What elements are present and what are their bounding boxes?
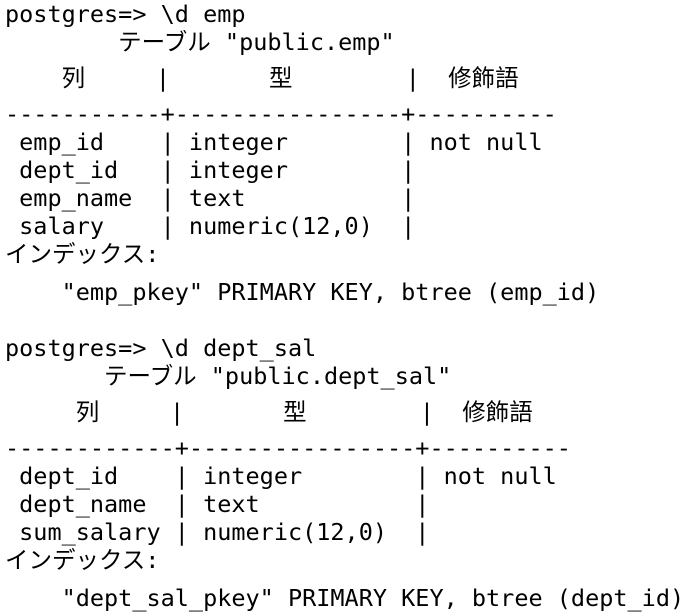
table-row: dept_id | integer | not null [5,462,557,490]
index-heading: インデックス: [5,240,160,268]
index-definition: "dept_sal_pkey" PRIMARY KEY, btree (dept… [5,584,685,612]
table-row: dept_name | text | [5,490,430,518]
command-prompt-line: postgres=> \d dept_sal [5,334,317,362]
table-title: テーブル "public.dept_sal" [5,362,452,390]
column-header-row: 列 | 型 | 修飾語 [5,398,533,426]
separator-line: -----------+----------------+---------- [5,100,557,128]
table-row: dept_id | integer | [5,156,416,184]
index-heading: インデックス: [5,546,160,574]
index-definition: "emp_pkey" PRIMARY KEY, btree (emp_id) [5,278,600,306]
column-header-row: 列 | 型 | 修飾語 [5,64,519,92]
table-row: salary | numeric(12,0) | [5,212,416,240]
table-row: emp_id | integer | not null [5,128,543,156]
table-title: テーブル "public.emp" [5,28,395,56]
separator-line: ------------+----------------+---------- [5,434,571,462]
table-row: sum_salary | numeric(12,0) | [5,518,430,546]
command-prompt-line: postgres=> \d emp [5,0,246,28]
table-row: emp_name | text | [5,184,416,212]
